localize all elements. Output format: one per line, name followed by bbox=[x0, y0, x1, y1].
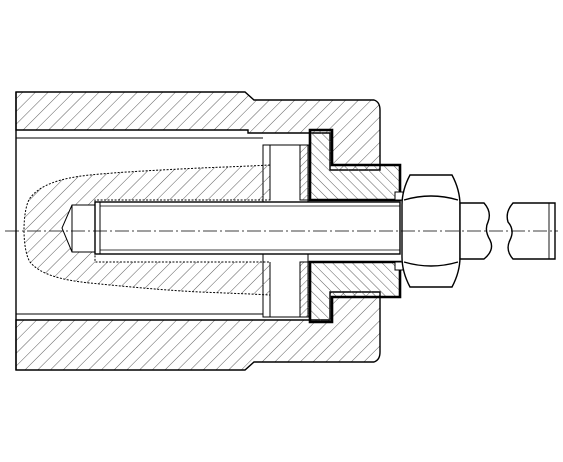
hex-nut-face-bottom bbox=[403, 261, 459, 267]
washer-bottom bbox=[299, 261, 311, 318]
stud-body bbox=[94, 201, 401, 255]
shaft-stub bbox=[506, 202, 556, 260]
shaft-stub-body bbox=[506, 202, 556, 260]
conical-plug-body bbox=[23, 164, 271, 296]
housing-top-wall bbox=[15, 91, 381, 171]
threaded-stud bbox=[94, 201, 401, 255]
bushing-top-half bbox=[308, 128, 402, 202]
conical-plug bbox=[23, 164, 271, 296]
tapped-hole-tip bbox=[61, 204, 95, 253]
washer-top bbox=[299, 144, 311, 201]
housing bbox=[15, 91, 381, 371]
flanged-bushing bbox=[308, 128, 404, 324]
hex-nut-face-top bbox=[403, 195, 459, 201]
